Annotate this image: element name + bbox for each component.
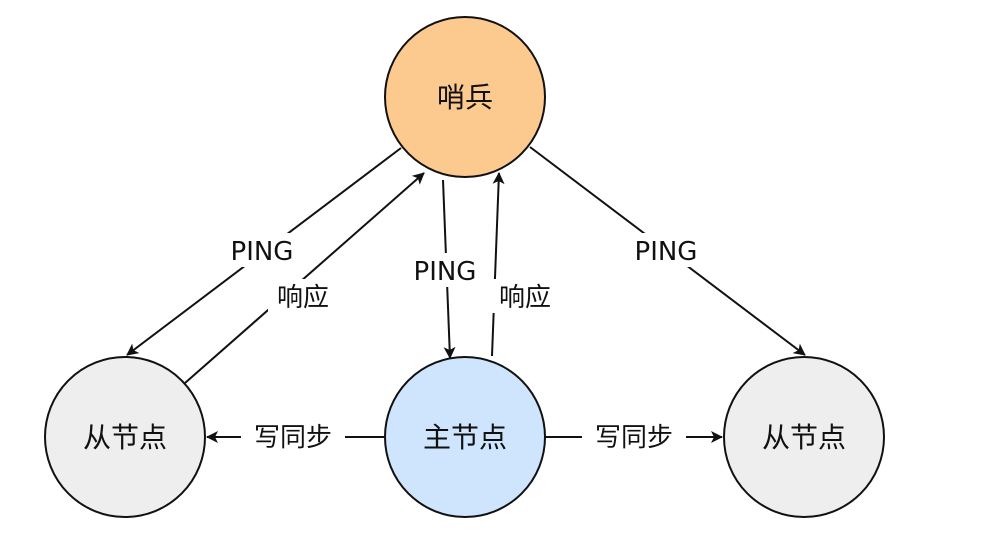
edge-label-sync-left: 写同步 <box>254 423 332 453</box>
node-sentinel-label: 哨兵 <box>437 81 493 114</box>
edge-response-left <box>184 172 425 384</box>
node-master: 主节点 <box>384 356 546 518</box>
node-slave-left-label: 从节点 <box>83 421 167 454</box>
edge-label-ping-master: PING <box>414 257 477 287</box>
edge-label-ping-left: PING <box>231 237 294 267</box>
edge-response-master <box>491 172 505 357</box>
node-master-label: 主节点 <box>423 421 507 454</box>
edge-label-response-left: 响应 <box>277 283 329 313</box>
node-slave-right: 从节点 <box>723 356 885 518</box>
node-slave-right-label: 从节点 <box>762 421 846 454</box>
edge-label-sync-right: 写同步 <box>595 423 673 453</box>
node-sentinel: 哨兵 <box>384 16 546 178</box>
edge-label-response-master: 响应 <box>499 283 551 313</box>
edge-label-ping-right: PING <box>635 237 698 267</box>
node-slave-left: 从节点 <box>44 356 206 518</box>
